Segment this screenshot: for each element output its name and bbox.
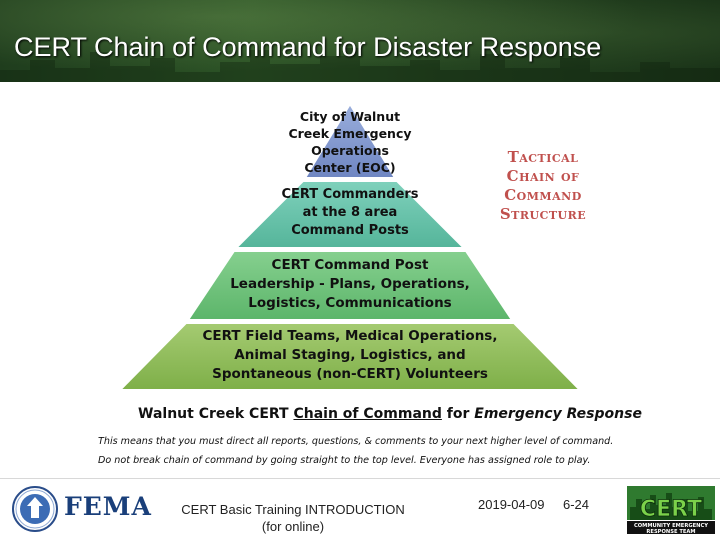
note-line-2: Do not break chain of command by going s…	[98, 455, 591, 466]
cert-logo-subtitle-1: COMMUNITY EMERGENCY	[634, 523, 708, 529]
pyramid-tier-command-post	[186, 250, 514, 321]
title-bar: CERT Chain of Command for Disaster Respo…	[0, 0, 720, 82]
tactical-structure-label: Tactical Chain of Command Structure	[499, 148, 587, 223]
tier-command-post-label: CERT Command Post Leadership - Plans, Op…	[230, 257, 470, 311]
slide-page-number: 6-24	[563, 497, 590, 512]
title-bar-texture	[0, 0, 720, 82]
pyramid-tier-commanders	[233, 180, 467, 249]
pyramid-tier-field-teams	[117, 322, 583, 391]
fema-logo: FEMA	[64, 492, 152, 521]
tier-commanders-label: CERT Commanders at the 8 area Command Po…	[281, 187, 419, 238]
slide-date: 2019-04-09	[478, 497, 545, 512]
pyramid-tier-eoc	[303, 102, 397, 179]
diagram-caption: Walnut Creek CERT Chain of Command for E…	[138, 406, 642, 422]
course-title: CERT Basic Training INTRODUCTION (for on…	[181, 502, 405, 534]
cert-logo: CERT COMMUNITY EMERGENCY RESPONSE TEAM	[626, 485, 716, 535]
cert-logo-subtitle-2: RESPONSE TEAM	[646, 529, 695, 535]
tier-field-teams-label: CERT Field Teams, Medical Operations, An…	[202, 328, 498, 382]
note-line-1: This means that you must direct all repo…	[98, 436, 614, 447]
footer-divider	[0, 478, 720, 479]
tier-eoc-label: City of Walnut Creek Emergency Operation…	[288, 109, 412, 175]
city-skyline-graphic	[0, 48, 720, 82]
cert-logo-text: CERT	[640, 497, 702, 522]
page-title: CERT Chain of Command for Disaster Respo…	[14, 32, 602, 62]
dhs-seal-icon	[12, 486, 58, 532]
